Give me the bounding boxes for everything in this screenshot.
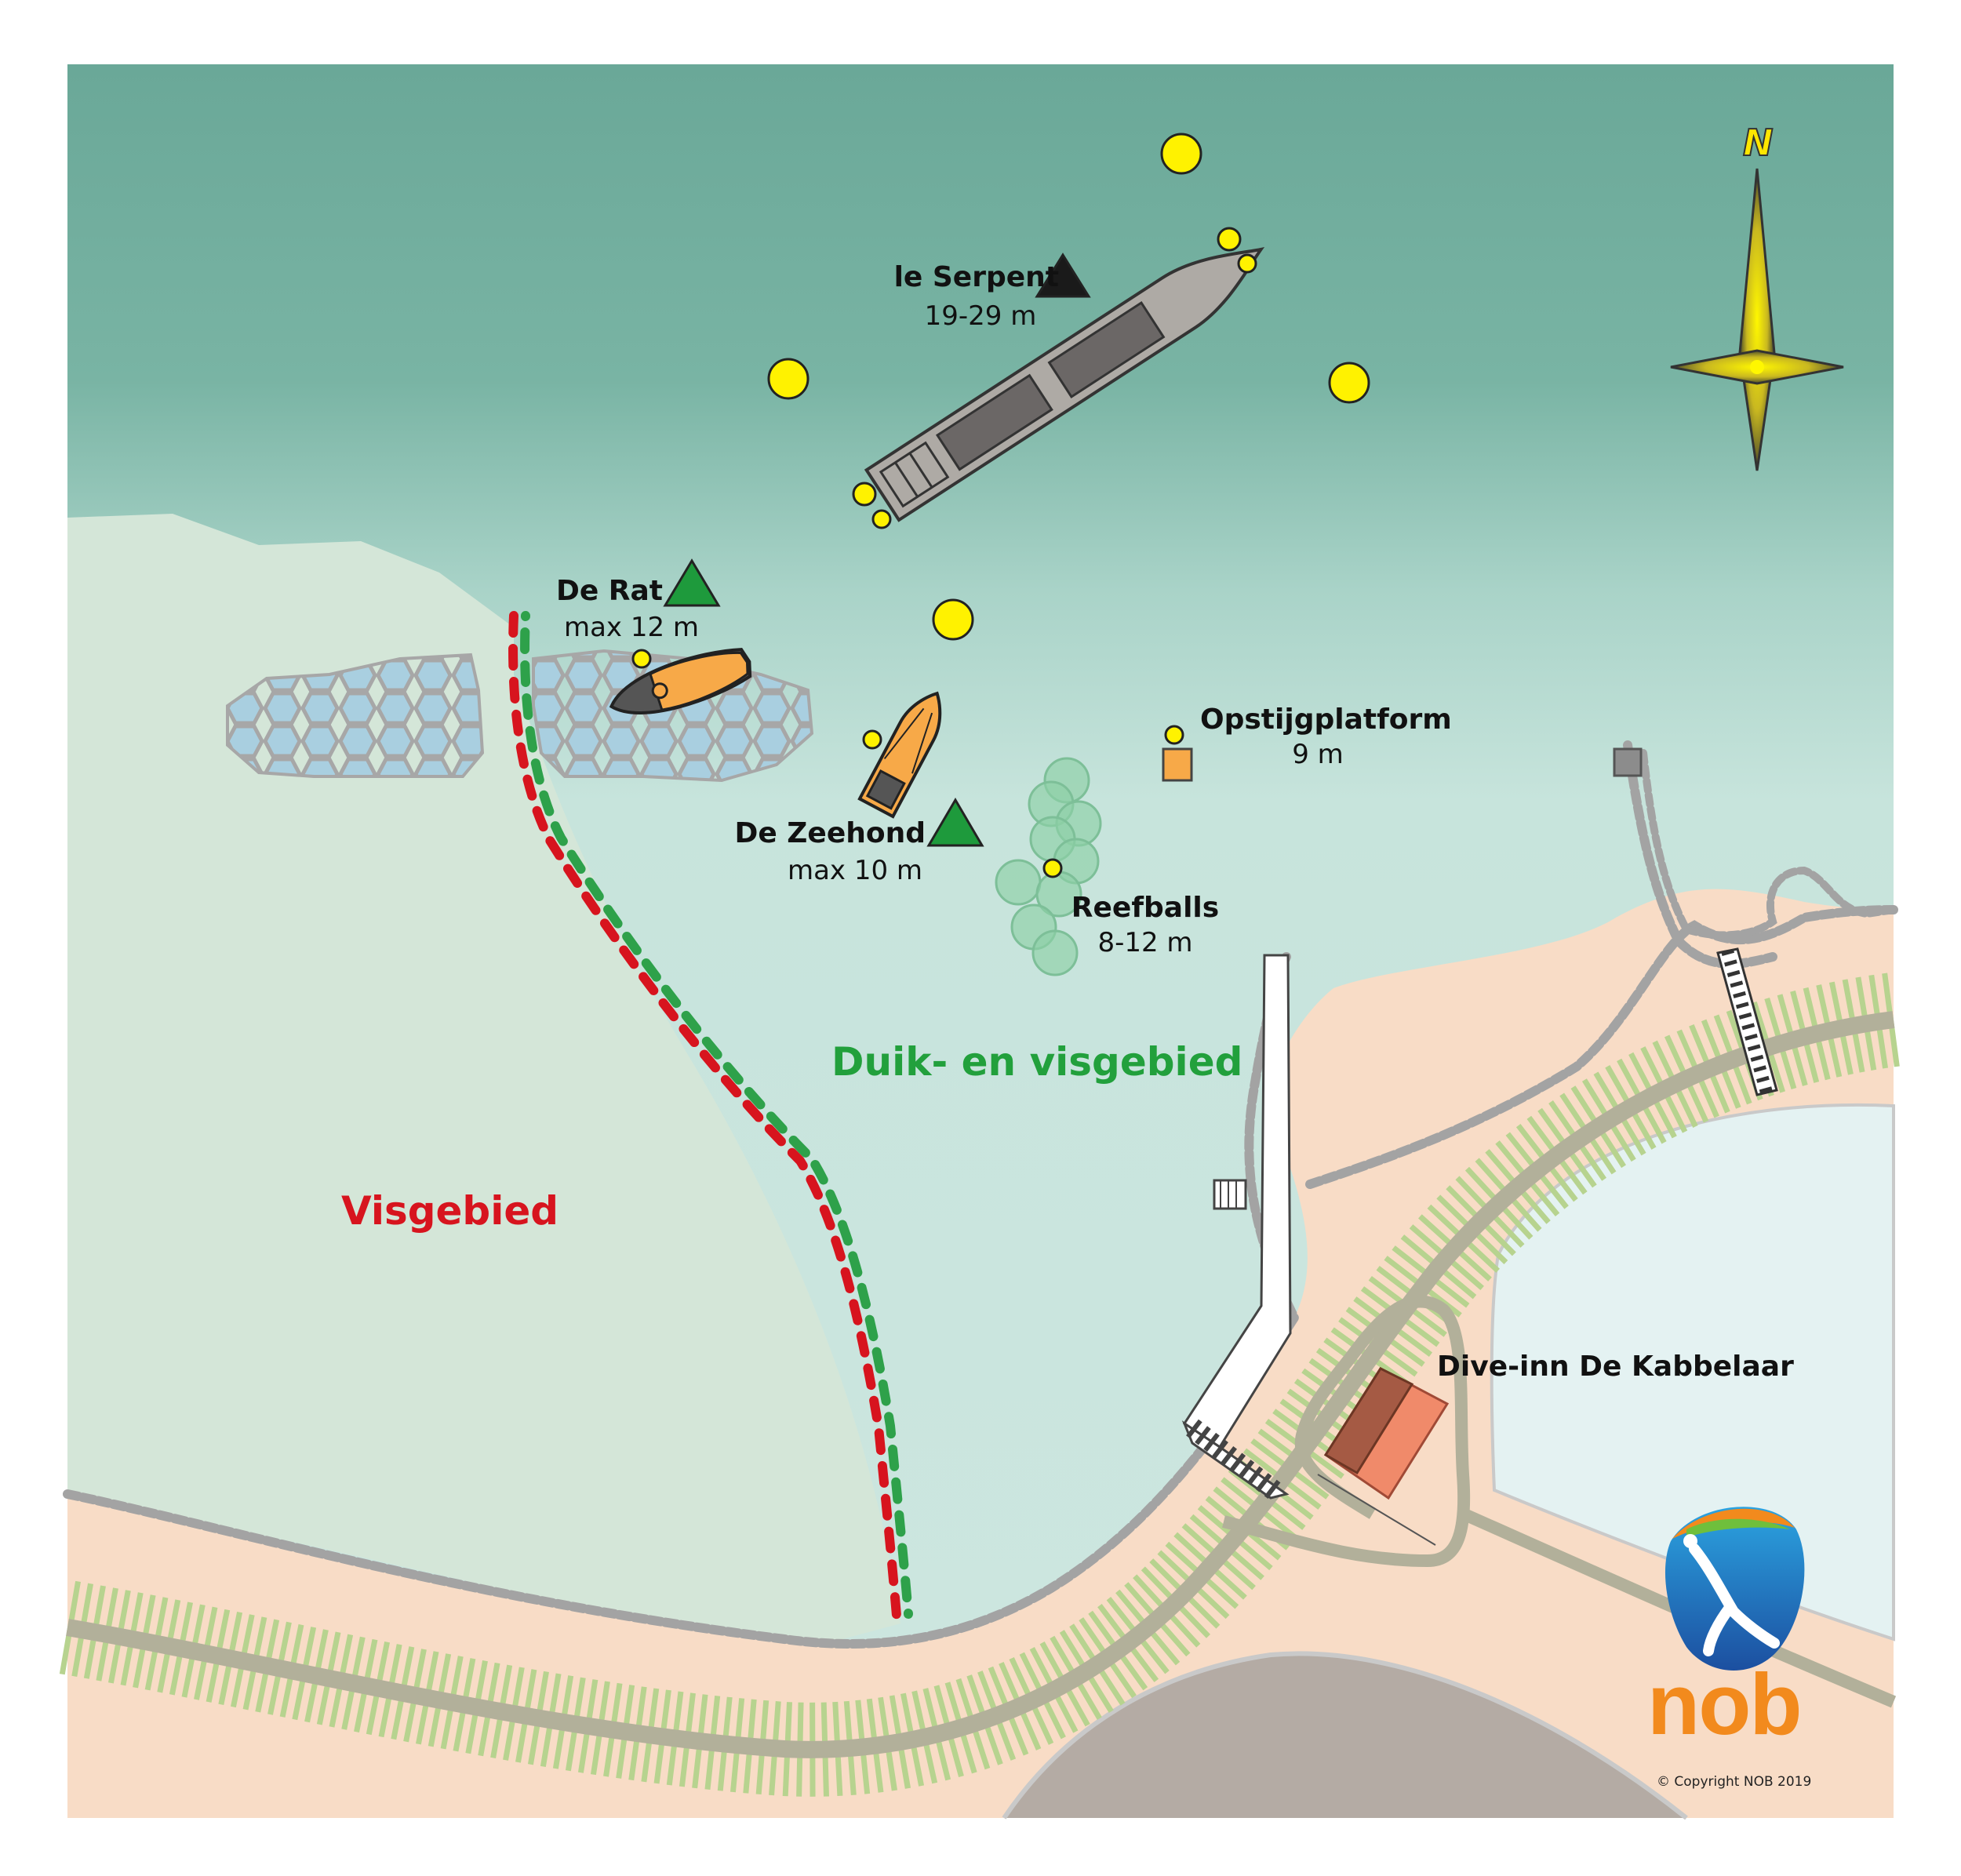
buoy [1042,858,1063,878]
dive-inn-building [1323,1367,1450,1500]
wreck-le-serpent [864,247,1265,522]
buoy [1217,227,1242,252]
buoy [871,509,892,529]
site-label-opstijgplatform: Opstijgplatform 9 m [1200,704,1452,770]
small-jetty [1716,947,1778,1096]
buoy [852,482,877,507]
site-name: Opstijgplatform [1200,704,1452,736]
road-branch [1317,1474,1436,1546]
rocky-shoreline [63,952,1300,1649]
site-depth: 19-29 m [924,300,1037,332]
boat-de-zeehond [857,691,942,819]
site-label-le-serpent: le Serpent [863,261,1059,293]
access-road [1222,1295,1471,1568]
breakwater-edge [1639,749,1897,940]
reefballs-cluster [995,757,1102,976]
parking-lot [1004,1653,1686,1818]
buoy [767,358,810,400]
site-name: Reefballs [1071,892,1220,924]
site-label-reefballs: Reefballs 8-12 m [1067,892,1224,958]
reef-blocks-left [226,653,485,778]
buoy [631,649,652,669]
site-depth-le-serpent: 19-29 m [894,300,1067,332]
zone-label-dive-and-fish: Duik- en visgebied [831,1039,1243,1085]
nob-logo [1664,1507,1805,1671]
zone-label-fish: Visgebied [341,1188,559,1234]
shore-sand [67,889,1894,1818]
site-name: De Rat [555,575,663,607]
buoy [932,598,974,641]
buoy [1328,362,1370,404]
buoy [1237,253,1257,274]
rocky-shoreline-right [1305,905,1898,1189]
site-name: De Zeehond [734,817,926,849]
buoy [1160,133,1202,175]
copyright-notice: © Copyright NOB 2019 [1657,1774,1812,1790]
compass-north-label: N [1742,121,1774,165]
site-marker-de-rat [663,558,721,607]
zone-boundary-red [508,611,901,1620]
ascent-platform [1162,747,1193,782]
building-label: Dive-inn De Kabbelaar [1437,1351,1794,1383]
site-label-de-zeehond: De Zeehond [729,817,926,849]
site-depth-de-zeehond: max 10 m [777,855,933,886]
site-label-de-rat: De Rat [549,575,663,607]
zone-boundary-green [520,611,913,1619]
site-depth-de-rat: max 12 m [557,612,706,643]
fishing-area [67,514,900,1655]
site-depth: max 10 m [787,855,923,886]
parking-lot-border [1002,1651,1688,1820]
buoys [631,133,1370,878]
harbor-road [1460,1507,1897,1708]
site-depth: 9 m [1292,739,1344,770]
site-depth: max 12 m [563,612,700,643]
buoy [1164,725,1184,745]
railway-rail [66,1011,1895,1758]
buoy [862,729,882,750]
site-marker-le-serpent [1035,253,1091,298]
long-jetty [1181,954,1292,1503]
compass-rose [1670,168,1844,471]
site-marker-de-zeehond [926,798,984,847]
breakwater-beacon [1613,747,1643,777]
nob-wordmark: nob [1647,1656,1803,1753]
boat-de-rat [609,648,752,714]
site-depth: 8-12 m [1097,927,1193,958]
site-name: le Serpent [893,261,1059,293]
